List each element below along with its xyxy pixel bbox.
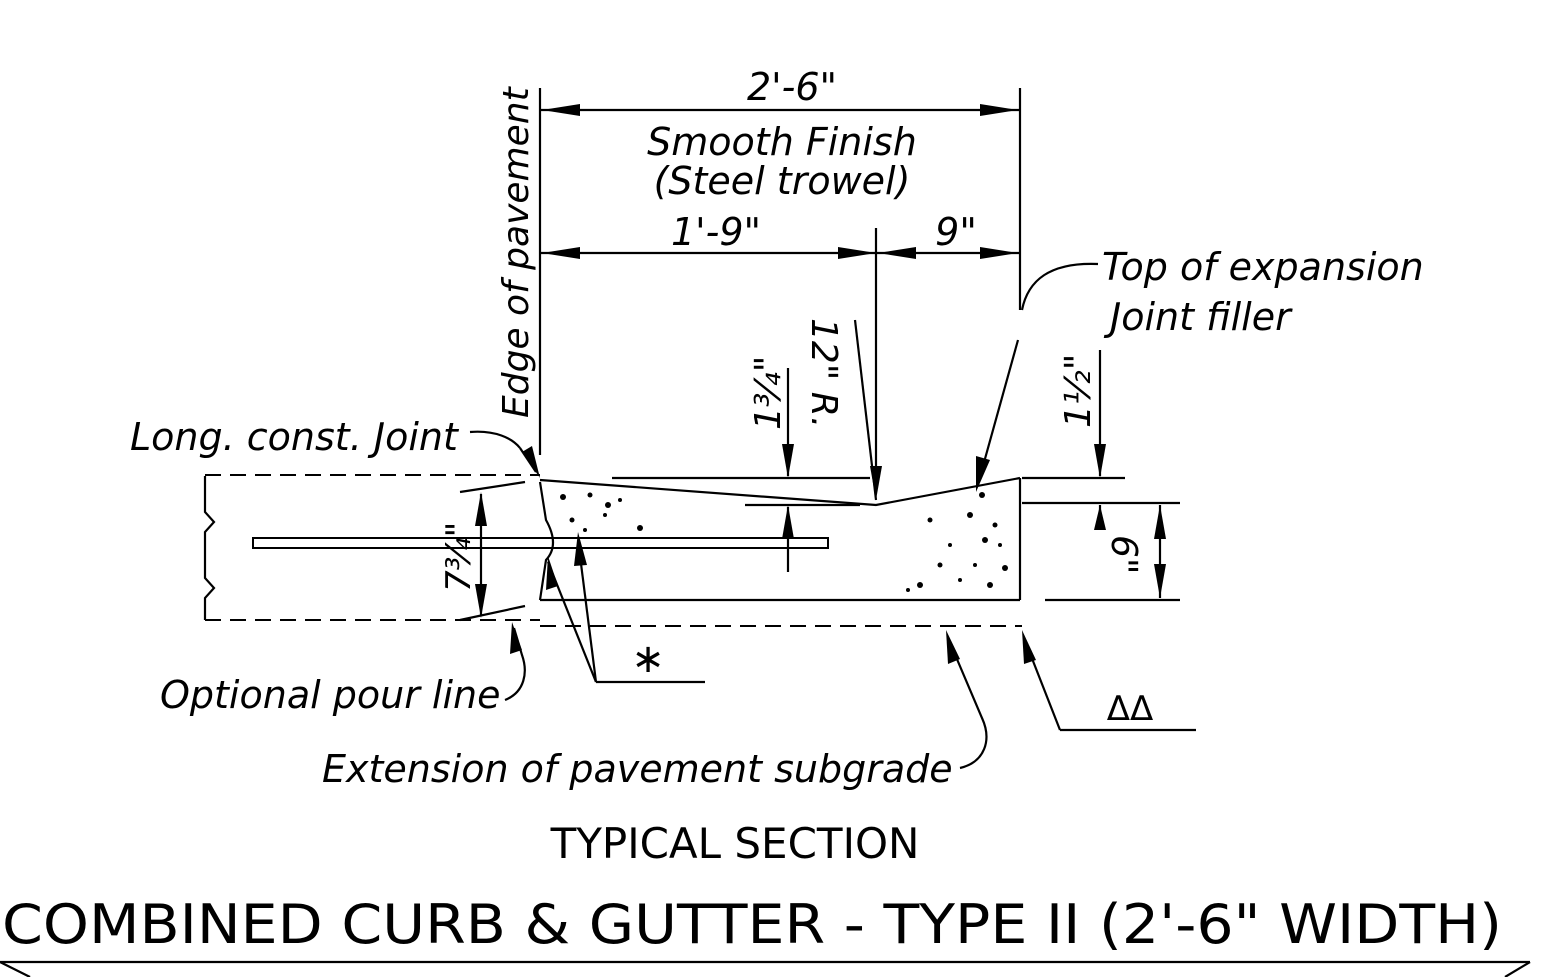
pavement-thickness-label: 7¾" [439,522,479,592]
finish-note-line2: (Steel trowel) [654,159,911,203]
section-title: TYPICAL SECTION [550,819,920,868]
curb-width-label: 9" [935,210,977,254]
optional-pour-label: Optional pour line [160,673,500,717]
asterisk-label: ∗ [631,636,665,682]
gutter-drop-label: 1¾" [748,356,789,430]
expansion-note-line1: Top of expansion [1102,245,1424,289]
sub-width-dimension: 1'-9" 9" [540,210,1020,500]
curb-depth-label: 6" [1103,535,1144,574]
asterisk-callout: ∗ [546,532,705,684]
expansion-note-line2: Joint filler [1103,295,1293,339]
delta-label: ΔΔ [1107,689,1154,729]
gutter-drop-dimension: 1¾" [612,356,870,572]
gutter-width-label: 1'-9" [671,210,761,254]
subgrade-label: Extension of pavement subgrade [322,747,953,791]
long-joint-label: Long. const. Joint [130,415,460,459]
curb-rise-label: 1½" [1058,354,1099,428]
overall-width-label: 2'-6" [747,65,837,109]
overall-width-dimension: 2'-6" [538,65,1022,455]
curb-rise-dimension: 1½" 6" [1022,350,1180,602]
finish-note-line1: Smooth Finish [647,120,917,164]
section-body: 7¾" [203,474,1022,627]
edge-of-pavement-label: Edge of pavement [496,85,537,418]
aggregate-stipple [560,492,1008,592]
radius-label: 12" R. [803,318,844,428]
main-title: COMBINED CURB & GUTTER - TYPE II (2'-6" … [2,893,1502,956]
